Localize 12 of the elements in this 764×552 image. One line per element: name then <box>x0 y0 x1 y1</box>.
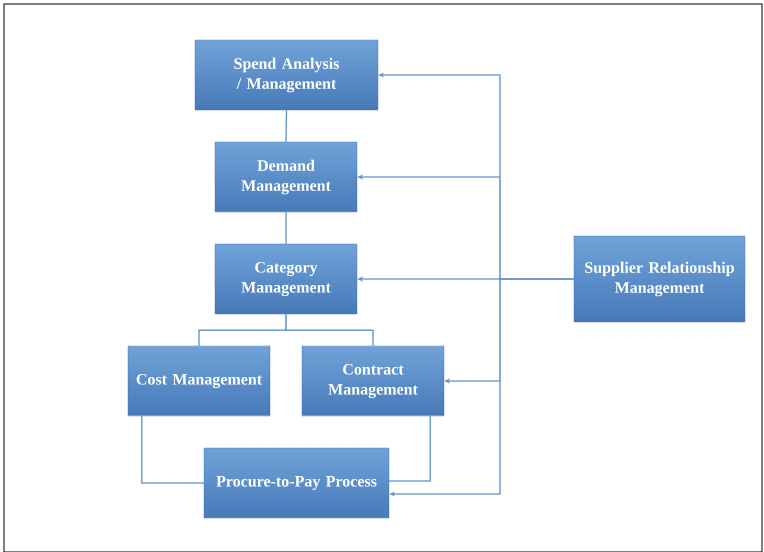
process-box: Supplier Relationship Management <box>574 236 746 322</box>
connector <box>389 416 431 482</box>
process-box: Contract Management <box>302 346 444 416</box>
process-box: Demand Management <box>214 142 358 212</box>
process-box: Cost Management <box>128 346 270 416</box>
connector <box>141 416 204 484</box>
process-box: Procure-to-Pay Process <box>204 448 390 518</box>
process-box: Spend Analysis / Management <box>194 40 378 110</box>
connector <box>285 314 374 346</box>
connector <box>285 110 288 142</box>
process-box: Category Management <box>214 244 358 314</box>
connector <box>285 212 287 244</box>
